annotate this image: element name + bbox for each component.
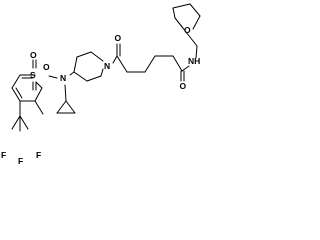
sulfonyl-oxygen-top-label: O — [30, 50, 37, 60]
amide-oxygen-label: O — [180, 81, 187, 91]
sulfonamide-n-substituents — [48, 71, 76, 114]
fluorine-right-label: F — [36, 150, 41, 160]
ketone-oxygen-label: O — [115, 33, 122, 43]
piperidine-ring — [73, 51, 104, 82]
butanoyl-chain — [112, 43, 185, 82]
benzene-ring — [11, 74, 44, 115]
fluorine-middle-label: F — [18, 156, 23, 166]
amide-linker — [174, 17, 198, 72]
sulfur-label: S — [30, 70, 36, 80]
sulfonyl-oxygen-right-label: O — [43, 62, 50, 72]
chemical-structure: O O O NH N N S O O F F F — [1, 3, 201, 166]
piperidine-nitrogen-label: N — [104, 61, 110, 71]
sulfonamide-nitrogen-label: N — [60, 73, 66, 83]
trifluoromethyl-group — [11, 100, 29, 132]
ring-oxygen-label: O — [184, 25, 191, 35]
fluorine-left-label: F — [1, 150, 6, 160]
amide-nh-label: NH — [188, 56, 200, 66]
